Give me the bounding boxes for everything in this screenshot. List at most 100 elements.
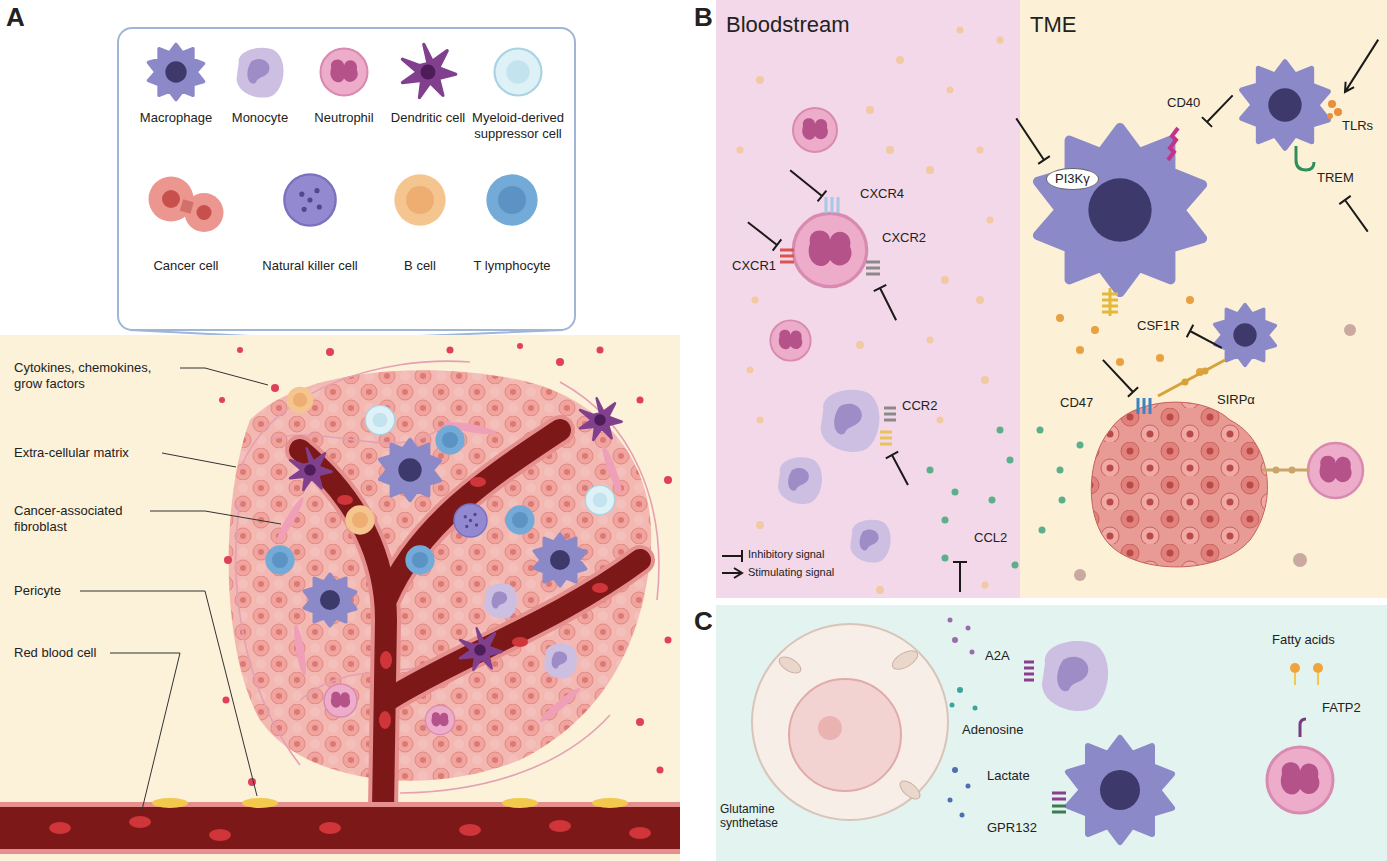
inhibitory-signal [1339,196,1373,236]
tumour-illustration [460,628,502,670]
t-cell-icon [486,174,537,225]
receptor-label: CD47 [1058,395,1095,411]
inhibitory-signal [786,165,827,202]
tumour-illustration [454,504,487,537]
panel-b-illustration [1039,527,1046,534]
tumour-illustration [248,778,256,786]
panel-c-illustration [1052,793,1066,799]
panel-b-illustration [1273,467,1280,474]
tumour-illustration [512,637,528,647]
panel-b-illustration [941,276,949,284]
legend-text: Cancer cell [136,258,236,274]
panel-c-illustration [1313,663,1323,673]
panel-b-illustration [927,427,1084,569]
panel-b-illustration [989,497,996,504]
tumour-illustration [580,398,622,440]
panel-c-illustration [973,706,978,711]
panel-b-illustration [987,217,994,224]
receptor-label: CXCR2 [880,230,928,246]
legend-text: Inhibitory signal [748,548,824,561]
panel-c-illustration [948,618,975,655]
panel-b-illustration [926,166,934,174]
tumour-illustration [484,583,517,618]
callout-label: Cytokines, chemokines, grow factors [14,360,179,391]
receptor-label: FATP2 [1320,700,1363,716]
panel-b-illustration [1056,314,1064,322]
tumour-illustration [502,798,538,808]
tumour-illustration [129,816,151,828]
panel-b-illustration [716,0,1020,598]
panel-b-illustration [866,262,880,274]
tumour-illustration [229,370,652,780]
mdsc-icon [495,49,542,96]
tumour-illustration [274,420,625,725]
panel-b-illustration [1138,398,1150,414]
panel-b-illustration [952,489,959,496]
panel-b-illustration [1091,326,1099,334]
tumour-illustration [538,685,583,725]
monocyte-icon [237,48,284,98]
panel-b-illustration [737,147,744,154]
panel-b-illustration [1182,379,1189,386]
panel-b-illustration [976,296,984,304]
cell-key-box [118,28,575,336]
chemokine-label: CCL2 [972,530,1009,546]
panel-c-illustration [1290,663,1300,673]
panel-c-illustration [948,767,971,818]
inhibitory-signal [886,452,914,489]
tumour-illustration [629,827,651,839]
panel-b-illustration [1076,346,1084,354]
tumour-illustration [324,684,357,717]
panel-b-illustration [1262,469,1310,472]
receptor-label: CSF1R [1135,318,1182,334]
panel-c-illustration [1300,719,1306,737]
tumour-illustration [556,358,564,366]
panel-b-illustration [780,250,794,262]
inhibitory-signal [1098,355,1138,397]
receptor-label: CCR2 [900,398,939,414]
panel-c-illustration [1295,673,1318,685]
panel-b-illustration [793,213,866,286]
cancer-cell-icon [149,177,224,233]
tumour-illustration [274,495,307,544]
panel-b-illustration [896,56,904,64]
stimulating-signal [722,568,742,578]
cell-key-box [118,28,575,330]
panel-b-illustration [747,367,754,374]
inhibitory-signal [1202,90,1238,126]
panel-b-illustration [757,417,764,424]
legend-text: Myeloid-derived suppressor cell [468,110,568,141]
b-cell-icon [394,174,445,225]
tumour-illustration [219,343,672,786]
panel-b-illustration [1289,467,1296,474]
panel-b-illustration [1308,443,1363,498]
receptor-label: TREM [1315,170,1356,186]
tumour-illustration [636,718,644,726]
tumour-illustration [534,534,586,586]
legend-text: T lymphocyte [464,258,560,274]
legend-text: Dendritic cell [384,110,472,126]
neutrophil-icon [321,49,368,96]
tumour-illustration [379,711,391,729]
tumour-illustration [219,397,225,403]
tumour-illustration [544,643,577,678]
receptor-label: SIRPα [1215,392,1257,408]
panel-c-illustration [966,784,971,789]
inhibitory-signal [744,217,782,251]
metabolite-label: Adenosine [960,722,1025,738]
tumour-illustration [549,820,571,832]
panel-b-illustration [778,457,822,504]
panel-b-illustration [793,108,837,152]
panel-b-illustration [856,341,864,349]
panel-b-illustration [1074,569,1086,581]
inhibitory-signal [744,217,782,251]
panel-b-illustration [977,147,984,154]
panel-letter: B [694,2,713,33]
panel-b-illustration [957,27,964,34]
region-band: Bloodstream [716,0,1020,598]
panel-c-illustration [970,650,975,655]
panel-b-illustration [770,320,810,360]
tumour-illustration [0,802,680,854]
enzyme-label: PI3Kγ [1046,168,1099,190]
tumour-illustration [271,384,279,392]
